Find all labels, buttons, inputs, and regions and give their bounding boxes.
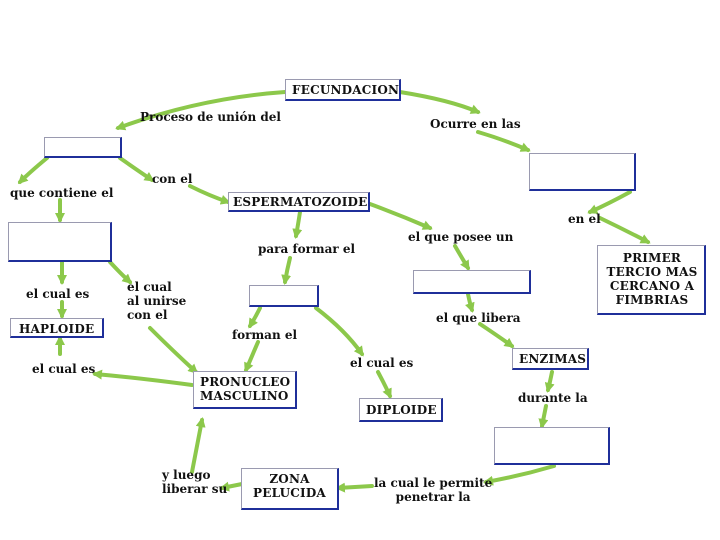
label-en-el: en el: [568, 212, 601, 226]
label-el-cual-es-2: el cual es: [32, 362, 96, 376]
label-que-contiene: que contiene el: [10, 186, 114, 200]
enzimas-box: ENZIMAS: [512, 348, 589, 370]
arrow-box-to-elcuales2: [314, 306, 364, 357]
label-y-luego: y luego liberar su: [162, 468, 228, 496]
arrow-box-to-elcual: [108, 260, 133, 284]
arrow-queposee-to-box: [453, 244, 470, 271]
label-con-el: con el: [152, 172, 193, 186]
zona-pelucida-text: ZONA PELUCIDA: [253, 472, 326, 500]
arrow-libera-to-enzimas: [478, 322, 515, 348]
arrow-box-to-quecontiene: [17, 156, 49, 185]
arrow-elcuales2-to-diploide: [376, 370, 392, 399]
arrow-yluego-to-pronucleo: [190, 417, 206, 474]
label-forman-el: forman el: [232, 328, 298, 342]
blank-box-5: [413, 270, 531, 294]
blank-box-6: [494, 427, 610, 465]
label-el-cual-es-1: el cual es: [26, 287, 90, 301]
arrow-conel-to-esperma: [188, 184, 231, 205]
arrow-box-to-lacual: [483, 464, 556, 486]
arrow-box-to-conel: [118, 156, 155, 182]
label-para-formar: para formar el: [258, 242, 356, 256]
arrow-esperma-to-paraformar: [292, 210, 303, 239]
arrow-fecundacion-to-ocurre: [398, 90, 481, 114]
arrow-lacual-to-zona: [335, 482, 374, 493]
haploide-text: HAPLOIDE: [19, 322, 95, 336]
arrow-durante-to-box: [538, 404, 549, 429]
blank-box-3: [8, 222, 112, 262]
primer-tercio-text: PRIMER TERCIO MAS CERCANO A FIMBRIAS: [606, 251, 698, 307]
label-la-cual-le: la cual le permite penetrar la: [374, 476, 493, 504]
pronucleo-box: PRONUCLEO MASCULINO: [193, 371, 297, 409]
label-el-que-libera: el que libera: [436, 311, 521, 325]
espermatozoide-text: ESPERMATOZOIDE: [233, 195, 368, 209]
label-el-cual-al-unirse: el cual al unirse con el: [127, 280, 187, 322]
label-proceso: Proceso de unión del: [140, 110, 281, 124]
arrow-esperma-to-queposee: [368, 202, 433, 230]
arrow-fecundacion-to-proceso: [115, 90, 287, 131]
diploide-text: DIPLOIDE: [366, 403, 437, 417]
fecundacion-box: FECUNDACION: [285, 79, 401, 101]
arrow-box-to-forman: [248, 306, 262, 329]
blank-box-4: [249, 285, 319, 307]
label-durante-la: durante la: [518, 391, 588, 405]
fecundacion-text: FECUNDACION: [292, 83, 400, 97]
label-ocurre: Ocurre en las: [430, 117, 521, 131]
label-el-que-posee: el que posee un: [408, 230, 514, 244]
enzimas-text: ENZIMAS: [519, 352, 587, 366]
primer-tercio-box: PRIMER TERCIO MAS CERCANO A FIMBRIAS: [597, 245, 706, 315]
arrow-forman-to-pronucleo: [244, 340, 260, 373]
zona-pelucida-box: ZONA PELUCIDA: [241, 468, 339, 510]
arrow-elcual-to-pronucleo: [148, 326, 199, 375]
arrow-pronucleo-to-elcuales: [92, 369, 194, 387]
arrow-paraformar-to-box: [281, 256, 292, 285]
diploide-box: DIPLOIDE: [359, 398, 443, 422]
espermatozoide-box: ESPERMATOZOIDE: [228, 192, 370, 212]
blank-box-2: [529, 153, 636, 191]
arrow-enzimas-to-durante: [544, 370, 555, 393]
label-el-cual-es-3: el cual es: [350, 356, 414, 370]
arrow-ocurre-to-enel: [587, 190, 632, 214]
pronucleo-text: PRONUCLEO MASCULINO: [200, 375, 291, 403]
arrow-ocurre-to-box: [476, 130, 531, 152]
arrow-enel-to-primer: [598, 216, 651, 244]
arrow-box-to-libera: [465, 292, 475, 313]
haploide-box: HAPLOIDE: [10, 318, 104, 338]
blank-box-1: [44, 137, 122, 158]
arrow-zona-to-yluego: [219, 481, 244, 492]
